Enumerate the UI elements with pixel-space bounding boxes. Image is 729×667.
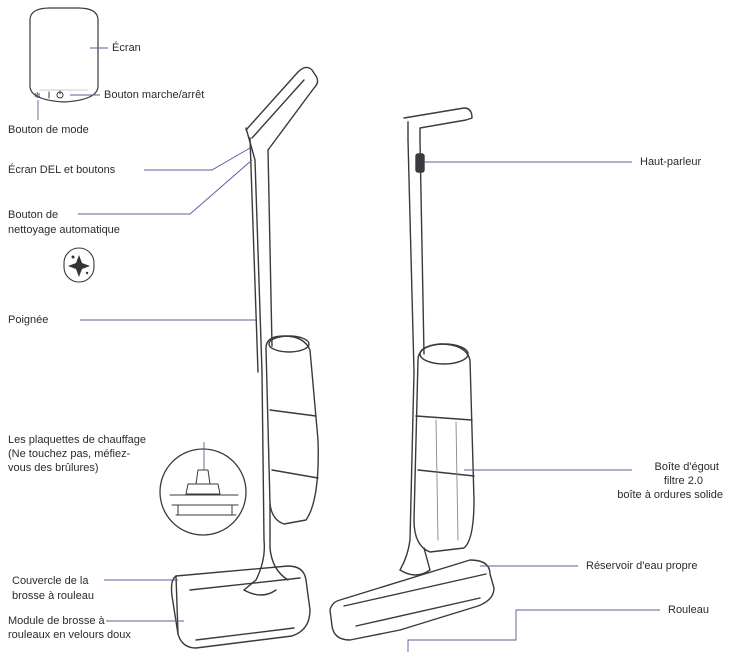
power-icon — [56, 90, 64, 99]
label-heating-pads-line2: (Ne touchez pas, méfiez- — [8, 448, 131, 460]
label-brush-module-line2: rouleaux en velours doux — [8, 629, 131, 641]
svg-text:✻: ✻ — [34, 91, 41, 100]
label-auto-clean-line1: Bouton de — [8, 209, 59, 221]
label-power-button: Bouton marche/arrêt — [104, 89, 205, 101]
label-brush-module-line1: Module de brosse à — [8, 615, 105, 627]
label-brush-cover-line1: Couvercle de la — [12, 575, 89, 587]
label-sewage-box-line3: boîte à ordures solide — [617, 489, 723, 501]
display-detail — [29, 7, 99, 103]
label-speaker: Haut-parleur — [640, 156, 702, 168]
label-brush-cover-line2: brosse à rouleau — [12, 590, 94, 602]
heating-pad-magnifier — [159, 448, 247, 536]
mode-icon: ✻ — [34, 91, 41, 100]
label-heating-pads-line1: Les plaquettes de chauffage — [8, 434, 147, 446]
label-auto-clean-line2: nettoyage automatique — [8, 224, 120, 236]
label-sewage-box-line1: Boîte d'égout — [654, 461, 720, 473]
leader-lines — [37, 47, 660, 652]
label-led-screen: Écran DEL et boutons — [8, 164, 116, 176]
label-handle: Poignée — [8, 314, 49, 326]
label-clean-water-tank: Réservoir d'eau propre — [586, 560, 698, 572]
vacuum-side-view — [329, 107, 495, 641]
label-mode-button: Bouton de mode — [8, 124, 89, 136]
label-sewage-box-line2: filtre 2.0 — [663, 475, 703, 487]
label-ecran: Écran — [112, 42, 141, 54]
sparkle-icon — [63, 247, 95, 283]
label-heating-pads-line3: vous des brûlures) — [8, 462, 99, 474]
label-roller: Rouleau — [668, 604, 709, 616]
vacuum-front-view — [170, 66, 319, 649]
